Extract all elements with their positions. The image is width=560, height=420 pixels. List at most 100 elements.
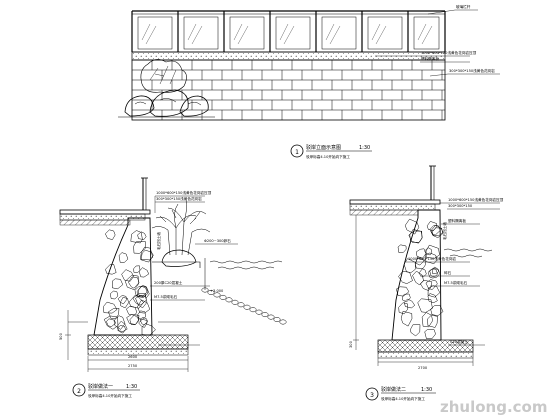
rubble-stone bbox=[137, 231, 147, 240]
section1-foundation bbox=[87, 334, 189, 350]
glass-panel bbox=[183, 16, 219, 50]
glass-railing bbox=[131, 10, 446, 53]
rubble-stone bbox=[107, 308, 120, 319]
section2-water bbox=[443, 248, 493, 258]
rubble-stone bbox=[398, 271, 413, 284]
rubble-stone bbox=[417, 298, 433, 313]
rubble-stone bbox=[415, 248, 427, 259]
section2-callouts: 1000*600*150浅黄色花岗岩压顶 300*300*150 塑料隔离板 1… bbox=[406, 197, 504, 346]
elevation-view: 玻璃栏杆 1000*600*150浅黄色花岗岩压顶 塑料隔离板 300*300*… bbox=[118, 4, 500, 159]
elevation-callout-railing: 玻璃栏杆 bbox=[456, 4, 471, 9]
rubble-stone bbox=[430, 224, 444, 237]
rubble-stone bbox=[118, 252, 129, 263]
section1-callout-pebble: Φ200~300卵石 bbox=[204, 238, 231, 243]
rubble-stone bbox=[112, 278, 124, 290]
rubble-stone bbox=[421, 312, 433, 328]
rubble-stone bbox=[106, 318, 117, 327]
rubble-stone bbox=[398, 302, 409, 315]
section2-callout-gravel: 碎石 bbox=[444, 270, 452, 275]
elevation-callout-granite: 300*300*150浅黄色花岗岩 bbox=[449, 68, 495, 73]
rubble-stone bbox=[138, 285, 150, 298]
section1-palm-plants bbox=[151, 199, 211, 256]
section1-callouts: 1000*600*150浅黄色花岗岩压顶 300*300*150浅黄色花岗岩 Φ… bbox=[150, 190, 238, 346]
rubble-stone bbox=[404, 218, 420, 235]
rubble-stone bbox=[429, 267, 440, 279]
rubble-stone bbox=[400, 310, 413, 327]
section1-paving bbox=[59, 209, 151, 215]
watermark: zhulong.com bbox=[440, 398, 547, 416]
rubble-stone bbox=[113, 315, 126, 330]
elevation-title: 驳岸立面示意图 bbox=[306, 144, 341, 151]
rubble-stone bbox=[128, 294, 144, 309]
rubble-stone bbox=[410, 324, 421, 337]
rubble-stone bbox=[139, 317, 149, 326]
rubble-stone bbox=[133, 241, 146, 254]
section-one-view: 500 2600 2750 1000*600*150浅黄色花岗岩压顶 300*3… bbox=[59, 177, 287, 398]
rubble-stone bbox=[117, 325, 126, 334]
rubble-stone bbox=[136, 285, 148, 298]
section2-vertical-label: 毛石挡土墙 bbox=[442, 222, 447, 240]
rubble-stone bbox=[396, 286, 410, 297]
section1-dim-total: 2750 bbox=[128, 364, 138, 368]
section2-rubble-wall bbox=[391, 209, 442, 341]
rubble-stone bbox=[427, 268, 438, 279]
rubble-stone bbox=[420, 280, 433, 291]
rubble-stone bbox=[120, 297, 129, 309]
section2-dim-width: 2700 bbox=[418, 366, 428, 370]
rubble-stone bbox=[137, 299, 151, 314]
rubble-stone bbox=[140, 246, 154, 261]
section1-title-block: 2 驳岸做法一 1:30 驳岸标高4.10开始向下施工 bbox=[72, 383, 140, 398]
section2-callout-concrete: C20混凝土 bbox=[450, 339, 468, 344]
rubble-stone bbox=[133, 265, 141, 273]
rubble-stone bbox=[426, 221, 437, 231]
glass-panel bbox=[275, 16, 311, 50]
rubble-stone bbox=[103, 315, 119, 330]
rubble-stone bbox=[427, 285, 441, 298]
elevation-title-block: 1 驳岸立面示意图 1:30 驳岸标高4.10开始向下施工 bbox=[290, 144, 372, 159]
rubble-stone bbox=[134, 286, 149, 298]
section1-callout-level: +3.000 bbox=[210, 289, 224, 293]
section1-title: 驳岸做法一 bbox=[88, 383, 113, 390]
glass-panel bbox=[229, 16, 265, 50]
rubble-stone bbox=[117, 295, 128, 305]
rubble-stone bbox=[430, 304, 444, 317]
section2-title-block: 3 驳岸做法二 1:30 驳岸标高4.10开始向下施工 bbox=[365, 386, 436, 401]
rubble-stone bbox=[418, 268, 427, 278]
section2-dimensions: 300 2700 bbox=[349, 215, 474, 370]
elevation-note: 驳岸标高4.10开始向下施工 bbox=[306, 154, 350, 159]
elevation-callout-coping: 1000*600*150浅黄色花岗岩压顶 bbox=[421, 50, 477, 55]
section1-callout-granite: 300*300*150浅黄色花岗岩 bbox=[156, 196, 202, 201]
section1-callout-coping: 1000*600*150浅黄色花岗岩压顶 bbox=[156, 190, 212, 195]
rubble-stone bbox=[103, 301, 118, 314]
section2-callout-mortar: M7.5浆砌毛石 bbox=[444, 280, 468, 285]
section1-dim-height: 500 bbox=[59, 332, 63, 340]
elevation-callout-separator: 塑料隔离板 bbox=[421, 56, 439, 61]
rubble-stone bbox=[129, 314, 140, 325]
elevation-number: 1 bbox=[295, 149, 299, 156]
rubble-stone bbox=[126, 306, 138, 316]
section1-vertical-label: 毛石挡土墙 bbox=[156, 232, 161, 250]
rubble-stone bbox=[137, 310, 146, 320]
section1-note: 驳岸标高4.10开始向下施工 bbox=[88, 393, 132, 398]
section1-callout-concrete: 200厚C20混凝土 bbox=[154, 280, 183, 285]
section2-title: 驳岸做法二 bbox=[381, 386, 406, 393]
rubble-stone bbox=[403, 258, 416, 274]
glass-panel bbox=[367, 16, 403, 50]
rubble-stone bbox=[427, 293, 438, 304]
rubble-stone bbox=[121, 269, 134, 282]
section1-dimensions: 500 2600 2750 bbox=[59, 310, 189, 372]
rubble-stone bbox=[141, 323, 156, 336]
rubble-stone bbox=[424, 329, 436, 339]
rubble-stone bbox=[432, 227, 444, 238]
elevation-callouts: 玻璃栏杆 1000*600*150浅黄色花岗岩压顶 塑料隔离板 300*300*… bbox=[375, 4, 500, 77]
section1-dim-inner: 2600 bbox=[128, 355, 138, 359]
glass-panel bbox=[321, 16, 357, 50]
rubble-stone bbox=[135, 294, 148, 309]
rubble-stone bbox=[126, 314, 140, 325]
rubble-stone bbox=[427, 314, 438, 328]
rubble-stone bbox=[431, 266, 440, 275]
section1-number: 2 bbox=[77, 388, 81, 395]
rubble-stone bbox=[130, 230, 143, 244]
section-two-view: 300 2700 1000*600*150浅黄色花岗岩压顶 300*300*15… bbox=[349, 165, 504, 401]
